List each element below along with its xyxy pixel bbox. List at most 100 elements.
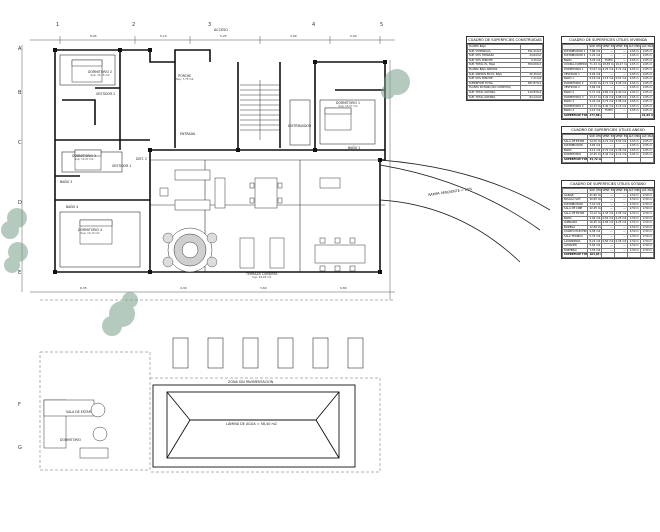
- table-cell: 3,52 m2: [613, 138, 628, 145]
- table-cell: 2,50 m: [639, 243, 655, 249]
- table-cell: 22,45 m2: [587, 206, 602, 212]
- table-cell: 2,88 m2: [613, 94, 628, 101]
- table-cell: SUPERFICIE TOTAL: [561, 157, 589, 163]
- table-cell: ALT. MIN.: [626, 134, 641, 140]
- room-label: DISTRIBUIDOR: [288, 124, 312, 128]
- table-cell: 2,65 m: [639, 62, 655, 68]
- partitions: [59, 54, 385, 272]
- table-cell: ALT. MIN.: [626, 44, 641, 50]
- table-cell: 2,50 m: [639, 220, 655, 226]
- grid-tag: A: [18, 46, 22, 52]
- table-cell: 2,65 m: [626, 67, 641, 73]
- table-cell: 0,25 m2: [613, 238, 628, 245]
- table-cell: 2,50 m: [639, 247, 655, 254]
- table-cell: 5,54 m2: [587, 243, 602, 249]
- grid-tag: C: [18, 140, 22, 146]
- table-cell: VENT. EXT.: [600, 134, 615, 140]
- table-cell: 6,19 m2: [587, 76, 602, 82]
- table-cell: 2,12 m2: [613, 152, 628, 158]
- table-cell: 2,65 m: [639, 143, 655, 149]
- table-cell: 2,65 m: [639, 103, 655, 110]
- dimension-label: 8,95: [90, 34, 97, 38]
- table-cell: 3,69 m2: [587, 85, 602, 91]
- home-surfaces-table: CUADRO DE SUPERFICIES ÚTILES VIVIENDA SU…: [561, 36, 655, 120]
- table-cell: 2,50 m: [626, 206, 641, 212]
- table-cell: 3,71 m2: [613, 67, 628, 73]
- annex-surfaces-table: CUADRO DE SUPERFICIES ÚTILES ANEXO SUP. …: [561, 126, 655, 164]
- table-cell: 2,65 m: [639, 53, 655, 59]
- grid-tag: B: [18, 90, 22, 96]
- room-label: VESTIDOR 1: [112, 164, 132, 168]
- table-cell: 41,95 m2: [587, 192, 602, 199]
- table-cell: [639, 252, 655, 258]
- staircase: [240, 80, 280, 140]
- table-cell: SUP. UTIL: [587, 44, 602, 50]
- table-cell: 2,50 m: [639, 229, 655, 235]
- table-cell: 164,03 m2: [587, 252, 602, 258]
- table-cell: [626, 157, 641, 163]
- pool-area-note: LÁMINA DE AGUA = 58,40 m2: [226, 422, 277, 426]
- table-cell: 3,42 m2: [600, 94, 615, 101]
- table-cell: [613, 252, 628, 258]
- room-label: BAÑO 4: [66, 205, 79, 209]
- table-cell: 2,65 m: [626, 76, 641, 82]
- table-cell: 2,65 m: [639, 71, 655, 78]
- table-cell: 4,92 m2: [587, 215, 602, 222]
- grid-tag: D: [18, 200, 22, 206]
- table-cell: 2,50 m: [626, 197, 641, 203]
- table-cell: 2,65 m: [626, 80, 641, 87]
- table-cell: 2,25 m2: [613, 220, 628, 226]
- dimension-label: 0,80: [340, 286, 347, 290]
- table-cell: DISTRIBUIDOR 2: [561, 53, 589, 59]
- beds: [43, 59, 352, 449]
- table-cell: SALA DE ESTAR: [561, 138, 589, 145]
- grid-tag: E: [18, 270, 22, 276]
- table-cell: 2,65 m: [639, 48, 655, 55]
- table-cell: 18,38 m2: [600, 62, 615, 68]
- table-cell: 14,70 m2: [587, 138, 602, 145]
- room-label: DIST. 2: [136, 157, 148, 161]
- table-cell: 4,71 m2: [600, 80, 615, 87]
- table-cell: 0,25 m2: [613, 215, 628, 222]
- table-cell: 21,04 m2: [639, 112, 655, 119]
- table-cell: 2,65 m: [639, 80, 655, 87]
- table-cell: COCINA-COMEDOR: [561, 62, 589, 68]
- table-cell: [626, 252, 641, 258]
- table-cell: 2,65 m: [639, 89, 655, 96]
- table-cell: 2,65 m: [626, 94, 641, 101]
- table-cell: 2,50 m: [639, 206, 655, 212]
- dimension-label: 3,90: [290, 34, 297, 38]
- table-cell: 2,50 m: [639, 211, 655, 217]
- table-cell: 2,35 m2: [600, 211, 615, 217]
- grid-tag: 1: [56, 22, 60, 28]
- table-cell: 14,12 m2: [587, 211, 602, 217]
- table-cell: 2,65 m: [639, 152, 655, 158]
- table-cell: 2,50 m: [639, 238, 655, 245]
- room-label: BAÑO 3: [60, 180, 73, 184]
- table-cell: 2,50 m: [626, 238, 641, 245]
- table-cell: SUP. TOTAL SOTANO: [467, 94, 521, 101]
- table-cell: 2,65 m: [639, 94, 655, 101]
- dimension-label: 6,35: [80, 286, 87, 290]
- table-cell: 2,65 m: [626, 147, 641, 154]
- table-cell: 2,50 m: [639, 201, 655, 208]
- table-cell: 2,65 m: [626, 99, 641, 105]
- table-cell: SUPERFICIE TOTAL: [561, 252, 589, 258]
- table-cell: 0,72 m2: [600, 99, 615, 105]
- table-title: CUADRO DE SUPERFICIES ÚTILES SÓTANO: [562, 181, 654, 188]
- table-cell: VENT. EXT.: [600, 188, 615, 194]
- table-cell: 2,65 m: [626, 152, 641, 158]
- table-cell: 177,88 m2: [587, 112, 602, 119]
- table-cell: 10,55 m2: [587, 197, 602, 203]
- table-cell: 13,57 m2: [587, 67, 602, 73]
- table-cell: 2,65 m: [639, 108, 655, 114]
- table-title: CUADRO DE SUPERFICIES CONSTRUIDAS: [467, 38, 543, 44]
